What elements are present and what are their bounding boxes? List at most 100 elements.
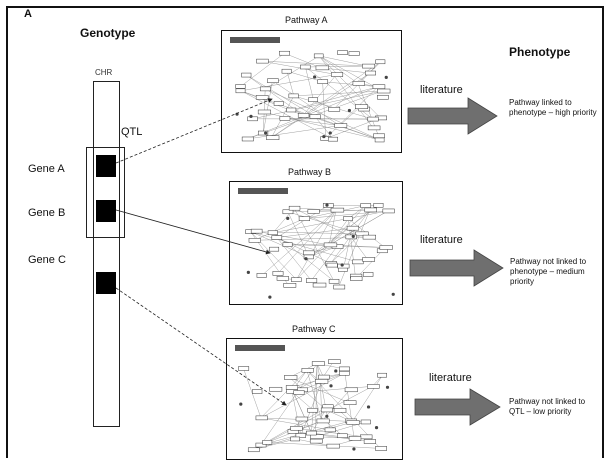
pathway-edge bbox=[263, 80, 273, 134]
pathway-node bbox=[334, 123, 348, 128]
pathway-node bbox=[235, 88, 246, 94]
pathway-node bbox=[285, 385, 299, 390]
pathway-node bbox=[343, 216, 353, 221]
pathway-edge bbox=[320, 381, 323, 421]
pathway-a-map bbox=[221, 30, 402, 153]
pathway-node bbox=[295, 433, 306, 438]
pathway-node bbox=[255, 442, 267, 448]
pathway-a-network bbox=[230, 37, 391, 143]
pathway-node bbox=[382, 208, 395, 214]
pathway-edge bbox=[338, 209, 370, 288]
pathway-node bbox=[290, 425, 303, 431]
pathway-node bbox=[355, 231, 369, 237]
pathway-node bbox=[266, 135, 280, 140]
pathway-node bbox=[328, 136, 338, 142]
pathway-node bbox=[333, 408, 347, 413]
pathway-node bbox=[279, 116, 291, 121]
pathway-node bbox=[375, 59, 386, 65]
pathway-node bbox=[256, 273, 267, 278]
gene-a-label: Gene A bbox=[28, 163, 65, 175]
gene-c-band bbox=[96, 272, 116, 294]
pathway-node bbox=[308, 97, 318, 102]
pathway-node bbox=[276, 276, 289, 281]
pathway-edge bbox=[289, 377, 350, 403]
pathway-node bbox=[355, 104, 368, 109]
pathway-node bbox=[238, 366, 250, 371]
pathway-node bbox=[350, 276, 363, 281]
pathway-node bbox=[255, 95, 269, 100]
pathway-node bbox=[315, 65, 329, 71]
pathway-c-map bbox=[226, 338, 403, 460]
pathway-edge bbox=[284, 118, 373, 120]
pathway-node bbox=[284, 375, 298, 380]
pathway-map-header bbox=[238, 188, 288, 194]
pathway-b-network bbox=[238, 188, 395, 299]
pathway-edge bbox=[252, 90, 383, 120]
pathway-node bbox=[241, 72, 252, 78]
pathway-node bbox=[279, 50, 290, 56]
pathway-compound bbox=[334, 369, 338, 373]
pathway-compound bbox=[325, 203, 329, 207]
pathway-node bbox=[346, 420, 360, 425]
pathway-compound bbox=[347, 108, 352, 113]
pathway-compound bbox=[286, 216, 290, 220]
pathway-b-literature-label: literature bbox=[420, 234, 463, 246]
pathway-node bbox=[259, 86, 271, 92]
pathway-node bbox=[360, 419, 371, 425]
chromosome-label: CHR bbox=[95, 68, 113, 77]
pathway-edge bbox=[265, 88, 381, 141]
pathway-node bbox=[328, 278, 340, 284]
pathway-edge bbox=[325, 86, 379, 139]
pathway-node bbox=[367, 125, 381, 131]
pathway-compound bbox=[264, 131, 268, 135]
pathway-node bbox=[283, 283, 297, 288]
phenotype-heading: Phenotype bbox=[509, 45, 571, 59]
pathway-edge bbox=[267, 442, 381, 449]
pathway-node bbox=[297, 113, 310, 118]
chromosome bbox=[93, 81, 120, 427]
pathway-node bbox=[309, 114, 321, 119]
pathway-edge bbox=[311, 363, 318, 434]
pathway-edge bbox=[289, 377, 327, 411]
pathway-node bbox=[262, 440, 273, 445]
pathway-compound bbox=[249, 114, 253, 118]
pathway-node bbox=[313, 53, 324, 59]
pathway-edge bbox=[305, 66, 314, 100]
pathway-node bbox=[352, 259, 364, 265]
pathway-node bbox=[352, 81, 365, 86]
gene-a-band bbox=[96, 155, 116, 177]
pathway-node bbox=[337, 50, 348, 55]
pathway-compound bbox=[304, 257, 308, 261]
pathway-c-title: Pathway C bbox=[292, 324, 336, 334]
pathway-node bbox=[301, 368, 314, 373]
pathway-node bbox=[300, 64, 311, 70]
pathway-c-literature-arrow bbox=[414, 388, 501, 426]
pathway-edge bbox=[253, 438, 296, 450]
pathway-edge bbox=[261, 60, 337, 75]
pathway-edge bbox=[293, 90, 383, 97]
pathway-edge bbox=[277, 209, 337, 274]
pathway-node bbox=[309, 438, 323, 444]
pathway-node bbox=[281, 68, 292, 74]
pathway-c-network bbox=[235, 345, 390, 453]
pathway-edge bbox=[265, 55, 320, 90]
pathway-node bbox=[328, 359, 341, 364]
pathway-node bbox=[365, 70, 376, 76]
pathway-compound bbox=[325, 414, 329, 418]
pathway-node bbox=[377, 372, 387, 378]
pathway-node bbox=[324, 427, 336, 433]
pathway-node bbox=[247, 116, 258, 122]
pathway-node bbox=[267, 230, 278, 236]
pathway-node bbox=[255, 415, 268, 421]
pathway-node bbox=[303, 250, 315, 256]
pathway-edge bbox=[247, 86, 379, 140]
pathway-node bbox=[362, 257, 375, 262]
pathway-edge bbox=[298, 386, 373, 393]
pathway-edge bbox=[339, 106, 361, 126]
pathway-node bbox=[241, 136, 254, 142]
pathway-node bbox=[247, 447, 260, 453]
qtl-region bbox=[86, 147, 125, 238]
pathway-edge bbox=[294, 207, 337, 211]
pathway-edge bbox=[260, 417, 331, 431]
pathway-edge bbox=[286, 71, 323, 82]
